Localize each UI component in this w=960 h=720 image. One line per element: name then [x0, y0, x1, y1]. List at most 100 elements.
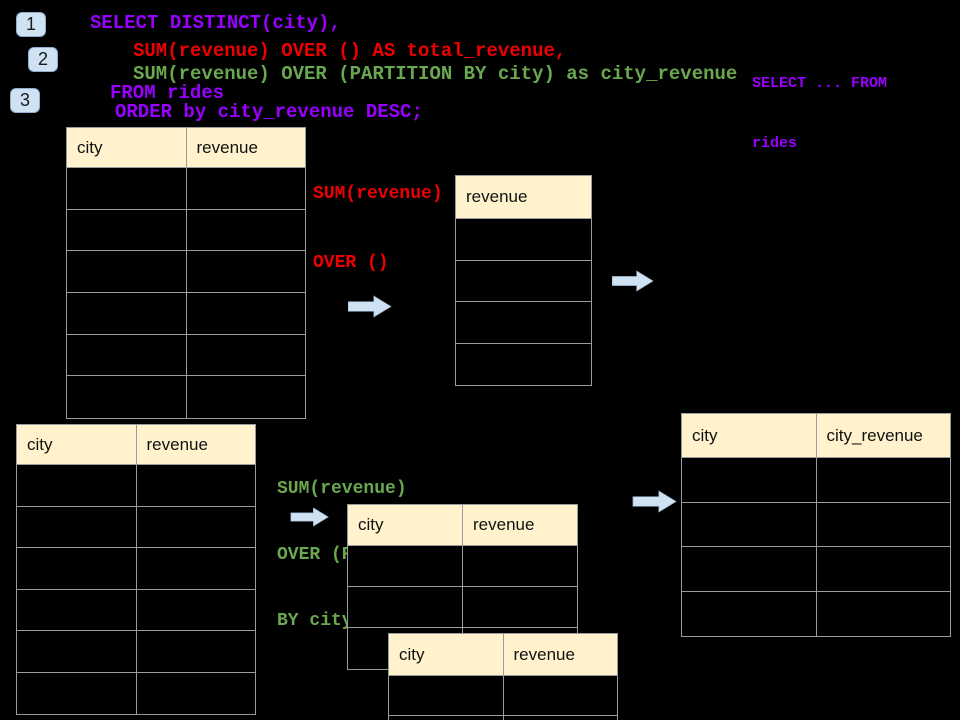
table-row [348, 546, 577, 587]
table-row [17, 465, 255, 507]
table-row [67, 209, 305, 252]
table-row [682, 458, 950, 503]
table-row [17, 631, 255, 673]
table-cell [67, 334, 187, 377]
table-row [17, 672, 255, 714]
table-cell [186, 293, 305, 335]
column-header-revenue: revenue [463, 505, 577, 546]
sql-line-sum-partition: SUM(revenue) OVER (PARTITION BY city) as… [133, 63, 738, 85]
step-badge-3-label: 3 [19, 90, 30, 110]
table-row [67, 293, 305, 335]
table-row [456, 219, 591, 261]
table-row [456, 302, 591, 344]
table-row [67, 376, 305, 419]
side-note: SELECT ... FROM rides [752, 34, 887, 194]
annotation-partition-line-1: SUM(revenue) [277, 479, 407, 499]
table-cell [348, 587, 463, 628]
table-cell [463, 546, 577, 587]
table-cell [503, 716, 617, 720]
sql-line-from: FROM rides [110, 82, 225, 104]
table-cell [682, 547, 817, 592]
table-cell [816, 547, 950, 592]
table-body [456, 219, 591, 385]
column-header-revenue: revenue [136, 425, 255, 465]
table-cell [816, 591, 950, 636]
table-cell [186, 209, 305, 252]
table-cell [456, 219, 591, 261]
table-cell [456, 302, 591, 344]
table-cell [186, 168, 305, 210]
table-row [456, 343, 591, 385]
table-cell [389, 676, 504, 716]
table-row [456, 260, 591, 302]
table-source-top-header-row: city revenue [67, 128, 305, 168]
table-cell [17, 506, 137, 548]
table-cell [186, 334, 305, 377]
annotation-total-window: SUM(revenue) OVER () [313, 137, 443, 321]
sql-line-select: SELECT DISTINCT(city), [90, 12, 341, 34]
column-header-revenue: revenue [456, 176, 591, 219]
table-total-revenue-result: revenue [455, 175, 592, 386]
side-note-line-2: rides [752, 135, 798, 152]
step-badge-1-label: 1 [25, 14, 36, 34]
table-cell [463, 587, 577, 628]
table-body [389, 676, 617, 720]
table-row [682, 591, 950, 636]
column-header-city: city [67, 128, 187, 168]
table-cell [17, 548, 137, 590]
table-city-revenue-header-row: city city_revenue [682, 414, 950, 458]
annotation-total-line-1: SUM(revenue) [313, 184, 443, 204]
table-cell [682, 591, 817, 636]
table-cell [136, 631, 255, 673]
column-header-city: city [17, 425, 137, 465]
table-cell [682, 502, 817, 547]
column-header-city: city [348, 505, 463, 546]
table-partition-back-header-row: city revenue [348, 505, 577, 546]
table-row [682, 547, 950, 592]
table-cell [682, 458, 817, 503]
table-cell [816, 458, 950, 503]
table-cell [17, 631, 137, 673]
arrow-right-icon [348, 295, 392, 318]
table-cell [186, 251, 305, 294]
table-row [67, 251, 305, 294]
table-row [67, 168, 305, 210]
table-cell [67, 376, 187, 419]
table-cell [67, 168, 187, 210]
column-header-city-revenue: city_revenue [816, 414, 950, 458]
column-header-revenue: revenue [186, 128, 305, 168]
annotation-total-line-2: OVER () [313, 253, 389, 273]
table-cell [456, 343, 591, 385]
table-cell [17, 465, 137, 507]
sql-line-order: ORDER by city_revenue DESC; [115, 101, 423, 123]
step-badge-3: 3 [10, 88, 40, 113]
step-badge-1: 1 [16, 12, 46, 37]
table-cell [67, 293, 187, 335]
table-cell [136, 589, 255, 631]
table-cell [348, 546, 463, 587]
table-row [67, 334, 305, 377]
table-cell [136, 465, 255, 507]
table-cell [67, 209, 187, 252]
step-badge-2: 2 [28, 47, 58, 72]
table-cell [17, 589, 137, 631]
arrow-right-icon [632, 490, 677, 513]
table-source-top: city revenue [66, 127, 306, 420]
table-row [348, 587, 577, 628]
step-badge-2-label: 2 [37, 49, 48, 69]
table-cell [389, 716, 504, 720]
column-header-revenue: revenue [503, 634, 617, 676]
table-partition-front-header-row: city revenue [389, 634, 617, 676]
table-partition-front: city revenue [388, 633, 618, 720]
table-row [17, 589, 255, 631]
sql-line-sum-over: SUM(revenue) OVER () AS total_revenue, [133, 40, 567, 62]
table-row [17, 506, 255, 548]
table-body [67, 168, 305, 419]
table-row [17, 548, 255, 590]
table-total-revenue-header-row: revenue [456, 176, 591, 219]
arrow-right-icon [612, 270, 654, 292]
table-city-revenue-result: city city_revenue [681, 413, 951, 637]
column-header-city: city [389, 634, 504, 676]
table-cell [136, 548, 255, 590]
